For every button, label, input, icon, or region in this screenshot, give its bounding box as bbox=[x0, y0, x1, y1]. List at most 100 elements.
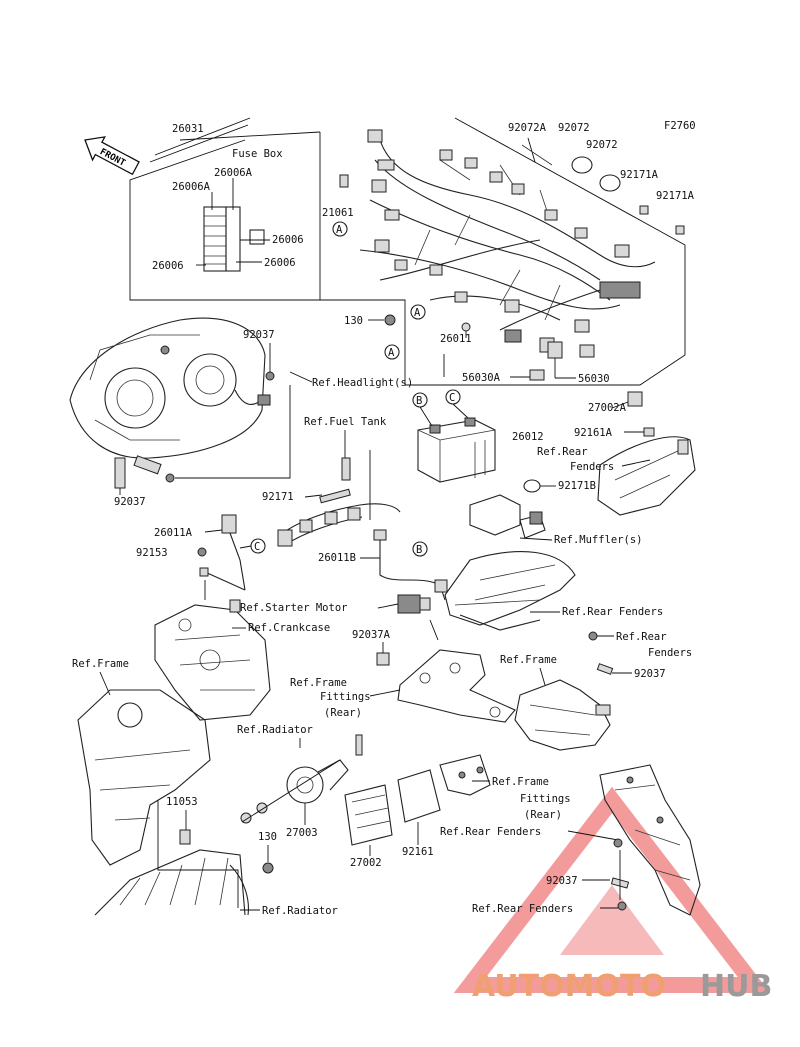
fuel-tank-harness bbox=[277, 457, 401, 547]
ref-frame-fittings-2c: (Rear) bbox=[524, 809, 562, 821]
ref-rear-fenders-2: Ref.Rear Fenders bbox=[562, 606, 663, 618]
label-92072-1: 92072 bbox=[558, 122, 590, 134]
clamp-92072-b bbox=[599, 174, 621, 192]
label-92072-2: 92072 bbox=[586, 139, 618, 151]
fuse-box-title: Fuse Box bbox=[232, 148, 283, 160]
svg-text:A: A bbox=[388, 347, 395, 359]
crankcase bbox=[154, 599, 271, 721]
label-26031: 26031 bbox=[172, 123, 204, 135]
ref-rear-fenders-4: Ref.Rear Fenders bbox=[440, 826, 541, 838]
label-27002A: 27002A bbox=[588, 402, 627, 414]
label-130-bot: 130 bbox=[258, 831, 277, 843]
label-27003: 27003 bbox=[286, 827, 318, 839]
callout-C-2: C bbox=[250, 538, 266, 554]
ref-frame-2-label: Ref.Frame bbox=[500, 654, 557, 666]
ref-frame-1-label: Ref.Frame bbox=[72, 658, 129, 670]
label-26011A: 26011A bbox=[154, 527, 193, 539]
label-26011: 26011 bbox=[440, 333, 472, 345]
ref-rear-fenders-3b: Fenders bbox=[648, 647, 692, 659]
headlight-assembly bbox=[69, 317, 271, 489]
callout-A-3: A bbox=[384, 344, 400, 360]
ref-frame-fittings-2a: Ref.Frame bbox=[492, 776, 549, 788]
rear-fender-body bbox=[444, 551, 576, 631]
ref-starter-motor-label: Ref.Starter Motor bbox=[240, 602, 347, 614]
label-92171A-1: 92171A bbox=[620, 169, 659, 181]
starter-relay bbox=[397, 594, 431, 614]
ref-rear-fenders-3a: Ref.Rear bbox=[616, 631, 667, 643]
cable-26011A bbox=[199, 514, 246, 591]
label-92161: 92161 bbox=[402, 846, 434, 858]
bracket-92161 bbox=[397, 754, 491, 823]
label-92037-top: 92037 bbox=[243, 329, 275, 341]
svg-text:AUTOMOTO: AUTOMOTO bbox=[472, 969, 666, 1004]
label-56030: 56030 bbox=[578, 373, 610, 385]
frame-bracket-right bbox=[514, 679, 611, 751]
svg-text:A: A bbox=[414, 307, 421, 319]
ref-radiator-1-label: Ref.Radiator bbox=[237, 724, 313, 736]
ref-headlight-label: Ref.Headlight(s) bbox=[312, 377, 413, 389]
watermark-triangle bbox=[453, 786, 771, 993]
svg-text:A: A bbox=[336, 224, 343, 236]
label-56030A: 56030A bbox=[462, 372, 501, 384]
radiator bbox=[94, 849, 249, 916]
svg-text:C: C bbox=[449, 392, 455, 404]
label-26006-l: 26006 bbox=[152, 260, 184, 272]
callout-B-1: B bbox=[412, 392, 428, 408]
label-92171A-2: 92171A bbox=[656, 190, 695, 202]
battery bbox=[417, 417, 496, 483]
ref-frame-fittings-1a: Ref.Frame bbox=[290, 677, 347, 689]
svg-text:HUB: HUB bbox=[700, 969, 772, 1004]
harness-group-leader bbox=[179, 131, 321, 141]
label-92037-bot: 92037 bbox=[546, 875, 578, 887]
ref-rear-fenders-1a: Ref.Rear bbox=[537, 446, 588, 458]
fuse-box-group: Fuse Box bbox=[129, 139, 320, 301]
label-92171B: 92171B bbox=[558, 480, 596, 492]
label-130-top: 130 bbox=[344, 315, 363, 327]
label-26006-r1: 26006 bbox=[272, 234, 304, 246]
rear-fender-upper bbox=[597, 436, 696, 516]
ref-fuel-tank-label: Ref.Fuel Tank bbox=[304, 416, 387, 428]
front-arrow-icon: FRONT bbox=[84, 136, 140, 176]
svg-text:B: B bbox=[416, 544, 422, 556]
ref-frame-fittings-1c: (Rear) bbox=[324, 707, 362, 719]
ref-frame-fittings-1b: Fittings bbox=[320, 691, 371, 703]
label-21061: 21061 bbox=[322, 207, 354, 219]
wiring-harness bbox=[339, 129, 656, 358]
horn bbox=[286, 759, 349, 804]
callout-A-1: A bbox=[332, 221, 348, 237]
svg-text:B: B bbox=[416, 395, 422, 407]
label-26006-r2: 26006 bbox=[264, 257, 296, 269]
ecu-27002 bbox=[344, 784, 393, 846]
label-26006A-2: 26006A bbox=[172, 181, 211, 193]
label-92037-mid: 92037 bbox=[634, 668, 666, 680]
ref-frame-fittings-2b: Fittings bbox=[520, 793, 571, 805]
harness-group-outline bbox=[319, 117, 686, 386]
label-92161A: 92161A bbox=[574, 427, 613, 439]
label-26006A-1: 26006A bbox=[214, 167, 253, 179]
label-92037-left: 92037 bbox=[114, 496, 146, 508]
label-92037A: 92037A bbox=[352, 629, 391, 641]
label-26012: 26012 bbox=[512, 431, 544, 443]
label-92153: 92153 bbox=[136, 547, 168, 559]
label-92171: 92171 bbox=[262, 491, 294, 503]
figure-code: F2760 bbox=[664, 120, 696, 132]
callout-A-2: A bbox=[410, 304, 426, 320]
ref-rear-fenders-1b: Fenders bbox=[570, 461, 614, 473]
label-26011B: 26011B bbox=[318, 552, 356, 564]
cable-26011B bbox=[373, 529, 448, 601]
ref-crankcase-label: Ref.Crankcase bbox=[248, 622, 330, 634]
rear-fender-post bbox=[599, 764, 701, 916]
svg-text:C: C bbox=[254, 541, 260, 553]
label-11053: 11053 bbox=[166, 796, 198, 808]
label-27002: 27002 bbox=[350, 857, 382, 869]
ref-radiator-2-label: Ref.Radiator bbox=[262, 905, 338, 917]
relay-assembly bbox=[469, 494, 546, 539]
frame-fittings-rear-1 bbox=[397, 649, 516, 723]
clamp-92072-a bbox=[571, 156, 593, 174]
watermark-logo: AUTOMOTO HUB bbox=[472, 969, 772, 1004]
label-92072A: 92072A bbox=[508, 122, 547, 134]
ref-mufflers-label: Ref.Muffler(s) bbox=[554, 534, 643, 546]
main-frame bbox=[77, 689, 211, 866]
callout-B-2: B bbox=[412, 541, 428, 557]
